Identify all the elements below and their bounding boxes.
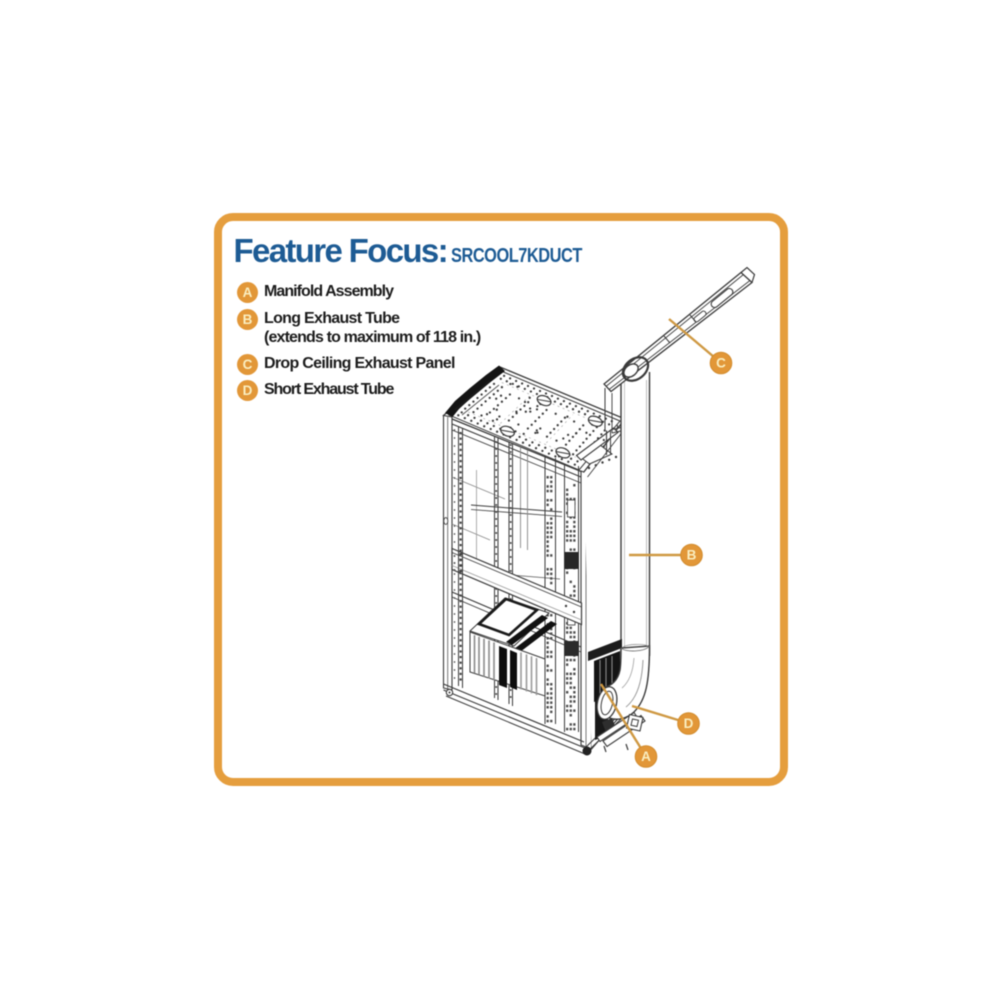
- svg-text:B: B: [687, 548, 697, 563]
- svg-text:A: A: [641, 749, 651, 764]
- svg-text:D: D: [684, 716, 694, 731]
- svg-text:C: C: [716, 356, 726, 371]
